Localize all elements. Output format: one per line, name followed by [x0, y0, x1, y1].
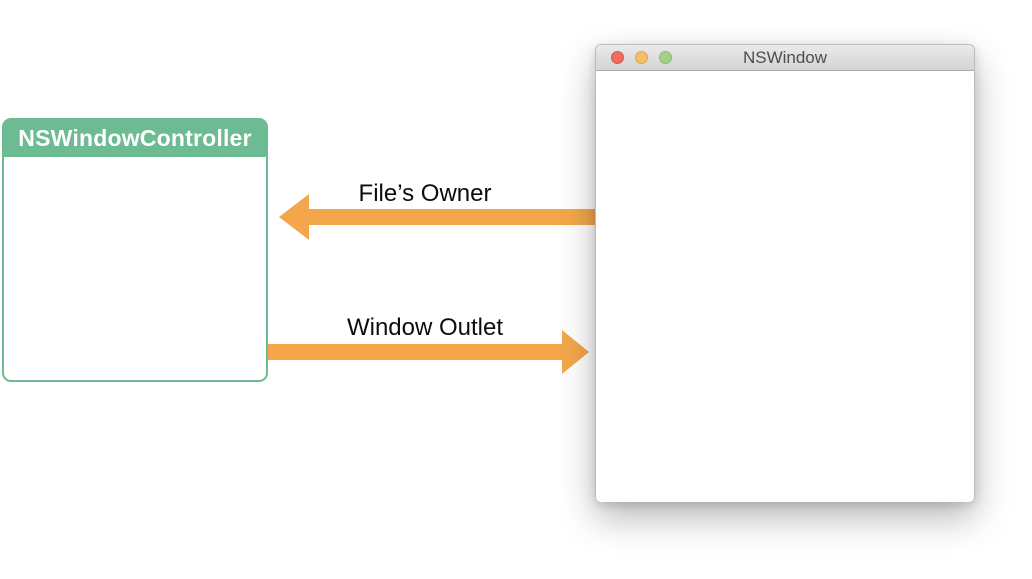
files-owner-arrowhead-left-icon	[279, 194, 309, 240]
window-outlet-arrowhead-right-icon	[562, 330, 589, 374]
files-owner-arrow-shaft	[308, 209, 596, 225]
window-outlet-label: Window Outlet	[346, 314, 504, 341]
nswindowcontroller-box: NSWindowController	[2, 118, 268, 382]
nswindowcontroller-title: NSWindowController	[4, 120, 266, 157]
window-outlet-arrow-shaft	[268, 344, 564, 360]
nswindow-mock-window: NSWindow	[595, 44, 975, 502]
nswindow-title: NSWindow	[742, 47, 828, 67]
traffic-lights-group	[611, 45, 672, 70]
nswindow-content-area	[596, 71, 974, 502]
files-owner-label: File’s Owner	[358, 180, 492, 207]
nswindow-title-bar: NSWindow	[596, 45, 974, 71]
minimize-button-icon	[635, 51, 648, 64]
zoom-button-icon	[659, 51, 672, 64]
close-button-icon	[611, 51, 624, 64]
